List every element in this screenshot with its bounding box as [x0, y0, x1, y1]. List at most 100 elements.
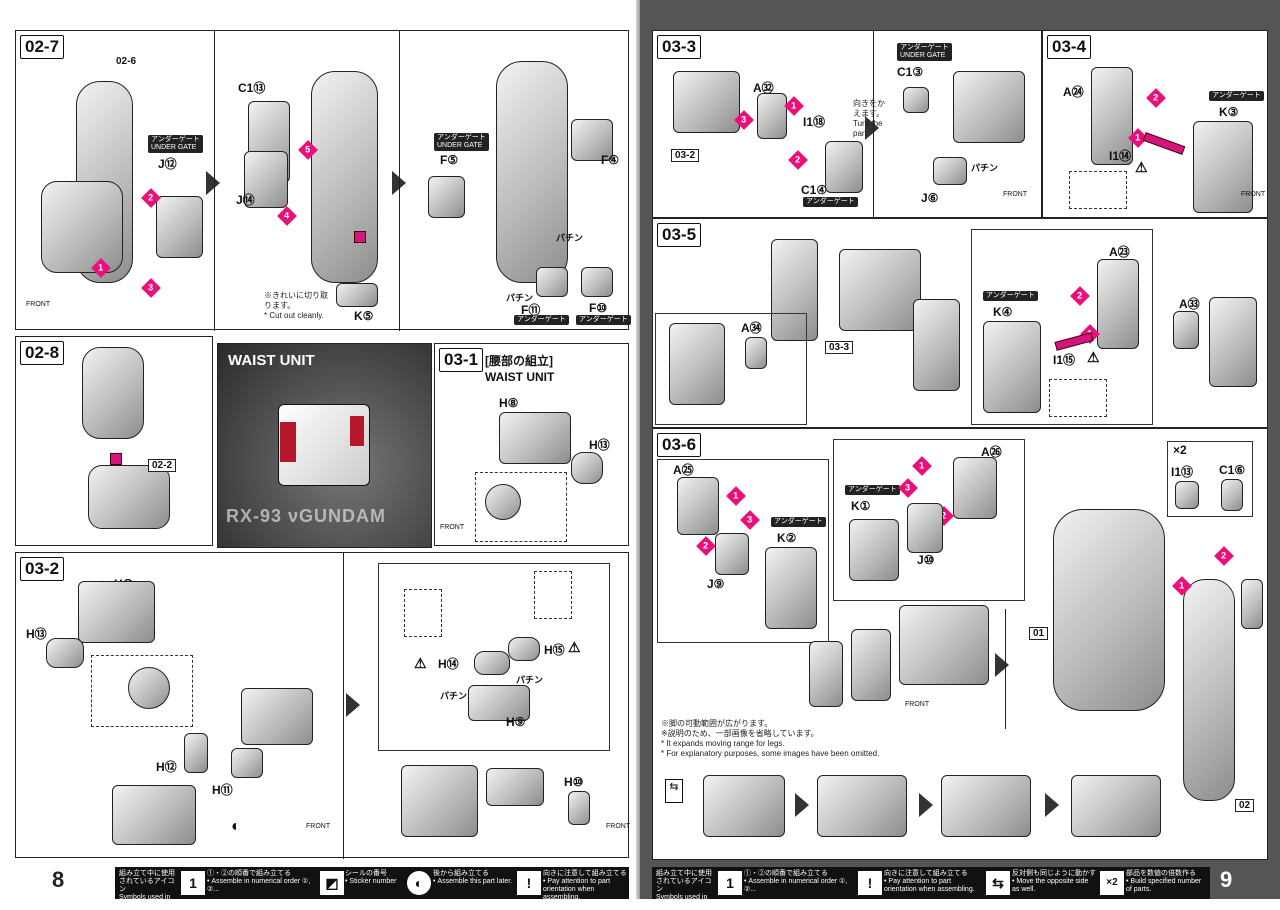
ref-step-label: 02-6	[116, 56, 137, 67]
armor-part	[428, 176, 465, 218]
legend-item: ①・②の順番で組み立てる• Assemble in numerical orde…	[207, 870, 311, 893]
legend-item: シールの番号• Sticker number	[345, 870, 397, 885]
waist-core-part	[499, 412, 571, 464]
under-gate-badge: アンダーゲート	[514, 315, 569, 325]
part-label: A㉜	[753, 81, 774, 95]
front-icon: FRONT	[440, 524, 465, 531]
flow-arrow	[795, 793, 809, 817]
turn-note: 向きをかえます。Turn the part	[853, 99, 885, 138]
part-label: I1⑭	[1109, 149, 1132, 163]
armor-part	[809, 641, 843, 707]
sticker-icon: ◩	[320, 871, 344, 895]
armor-part	[765, 547, 817, 629]
ref-step-label: 01	[1029, 627, 1049, 640]
step-label: 02-8	[20, 341, 65, 365]
legend-item: 後から組み立てる• Assemble this part later.	[433, 870, 513, 885]
part-label: I1⑮	[1053, 353, 1076, 367]
part-label: H⑨	[506, 715, 526, 729]
sub-panel	[657, 459, 829, 643]
sub-panel	[1167, 441, 1253, 517]
attention-icon: !	[517, 871, 541, 895]
joint-peg	[110, 453, 122, 465]
waist-unit-photo: WAIST UNIT RX-93 νGUNDAM	[217, 343, 432, 548]
part-label: K⑤	[354, 309, 374, 323]
page-number: 9	[1220, 867, 1233, 892]
armor-part	[849, 519, 899, 581]
order-icon: 1	[181, 871, 205, 895]
divider	[1005, 609, 1006, 729]
part-label: A㉕	[673, 463, 694, 477]
part-label: H⑬	[589, 438, 610, 452]
under-gate-badge: アンダーゲート	[771, 517, 826, 527]
part-label: A㉝	[1179, 297, 1200, 311]
sub-panel	[655, 313, 807, 425]
attention-icon: ⚠	[1135, 159, 1148, 175]
armor-part	[677, 477, 719, 535]
waist-red-panel	[350, 416, 364, 446]
ref-step-label: 02	[1235, 799, 1255, 812]
waist-assembly	[953, 71, 1025, 143]
photo-title: WAIST UNIT	[228, 352, 315, 369]
leg-note: ※脚の可動範囲が広がります。 ※説明のため、一部画像を省略しています。 * It…	[661, 719, 880, 758]
part-label: H⑮	[544, 643, 565, 657]
step-03-4-panel: 03-4 A㉔ 2 1 アンダーゲート K③ I1⑭ ⚠ FRONT	[1042, 30, 1268, 218]
assemble-later-icon: ◐	[231, 818, 241, 835]
part-label: F⑪	[521, 303, 541, 317]
waist-assembly	[241, 688, 313, 745]
order-icon: 1	[718, 871, 742, 895]
right-page: 03-3 03-2 A㉜ I1⑱ 1 2 3 C1④ アンダーゲート 向きをかえ…	[640, 0, 1280, 909]
under-gate-badge: アンダーゲート	[1209, 91, 1264, 101]
waist-core-part	[78, 581, 155, 643]
step-03-1-panel: 03-1 [腰部の組立] WAIST UNIT H⑧ H⑬ FRONT	[434, 343, 629, 546]
armor-part	[953, 457, 997, 519]
disc-part	[571, 452, 603, 484]
step-label: 03-6	[657, 433, 702, 457]
leg-joint-assembly	[1071, 775, 1161, 837]
move-both-sides-icon: ⇆	[665, 779, 683, 803]
section-title-en: WAIST UNIT	[485, 370, 555, 384]
legend-item: 部品を数値の倍数作る• Build specified number of pa…	[1126, 870, 1202, 893]
front-icon: FRONT	[306, 823, 331, 830]
snap-label: パチン	[516, 675, 544, 685]
part-inset	[534, 571, 572, 619]
part-label: H⑭	[438, 657, 459, 671]
attention-icon: ⚠	[568, 639, 581, 655]
divider	[873, 31, 874, 219]
snap-label: パチン	[971, 163, 999, 173]
leg-joint-assembly	[817, 775, 907, 837]
part-label: J⑨	[707, 577, 725, 591]
step-02-8-panel: 02-8 02-2	[15, 336, 213, 546]
front-icon: FRONT	[26, 301, 51, 308]
order-badge: 2	[1146, 88, 1166, 108]
joint-part	[231, 748, 263, 778]
leg-joint-assembly	[703, 775, 785, 837]
leg-part	[496, 61, 568, 283]
part-label: C1⑥	[1219, 463, 1246, 477]
inset-panel	[378, 563, 610, 751]
armor-part	[933, 157, 967, 185]
flow-arrow	[346, 693, 360, 717]
part-label: H⑪	[212, 783, 233, 797]
flow-arrow	[919, 793, 933, 817]
armor-part	[1209, 297, 1257, 387]
section-title-jp: [腰部の組立]	[485, 354, 553, 368]
snap-label: パチン	[440, 691, 468, 701]
armor-part	[1097, 259, 1139, 349]
multiplier-label: ×2	[1173, 443, 1187, 457]
page-number: 8	[52, 867, 65, 892]
part-label: H⑬	[26, 627, 47, 641]
part-label: H⑩	[564, 775, 584, 789]
step-03-6-panel: 03-6 A㉕ 1 3 2 アンダーゲート K② J⑨ A㉖ アンダーゲート K…	[652, 428, 1268, 860]
divider	[214, 31, 215, 331]
armor-part	[715, 533, 749, 575]
disc-part	[485, 484, 521, 520]
multiplier-icon: ×2	[1100, 871, 1124, 895]
joint-part	[568, 791, 590, 825]
part-label: J⑭	[236, 193, 255, 207]
sub-panel	[971, 229, 1153, 425]
under-gate-badge: アンダーゲート	[803, 197, 858, 207]
part-label: K②	[777, 531, 797, 545]
